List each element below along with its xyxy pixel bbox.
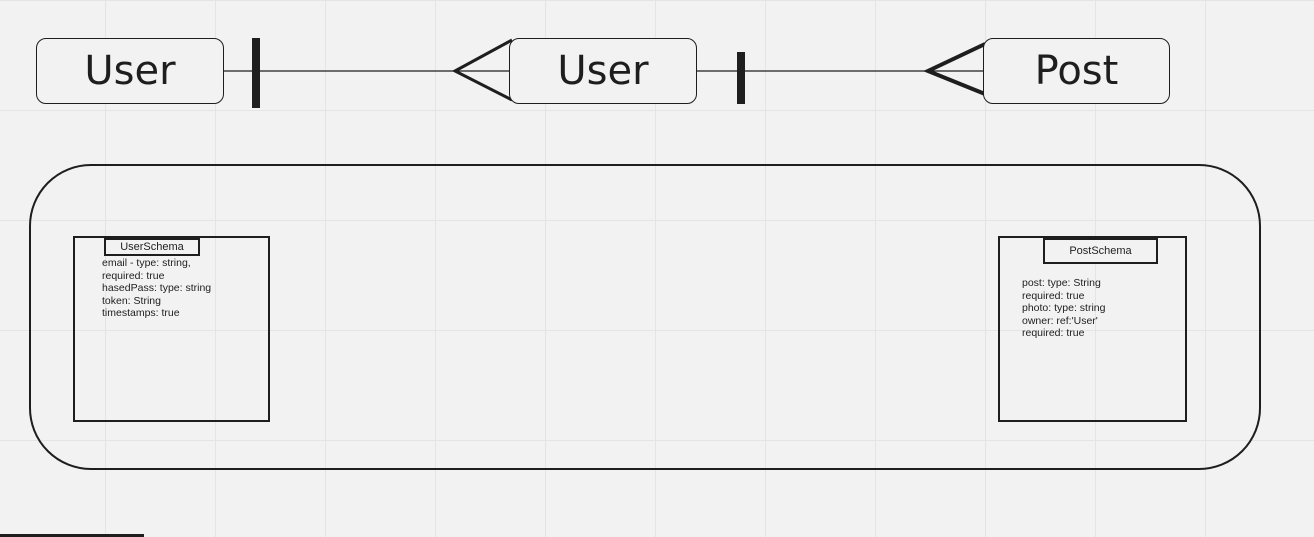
- crowfoot-marker-2: [923, 42, 986, 96]
- entity-user-middle-label: User: [557, 48, 649, 94]
- entity-user[interactable]: User: [36, 38, 224, 104]
- one-marker-1: [252, 38, 260, 108]
- user-schema-field: token: String: [102, 294, 161, 307]
- user-schema-field: timestamps: true: [102, 307, 180, 319]
- one-marker-2: [737, 52, 745, 104]
- post-schema-field: post: type: String: [1022, 277, 1101, 289]
- user-schema-field: required: true: [102, 269, 165, 282]
- entity-user-middle[interactable]: User: [509, 38, 697, 104]
- user-schema-field: email - type: string,: [102, 257, 191, 269]
- post-schema-fields: post: type: String required: true photo:…: [1022, 277, 1105, 340]
- user-schema-box[interactable]: [73, 236, 270, 422]
- post-schema-field: required: true: [1022, 327, 1085, 339]
- user-schema-title: UserSchema: [104, 238, 200, 256]
- entity-post-label: Post: [1034, 48, 1119, 94]
- entity-post[interactable]: Post: [983, 38, 1170, 104]
- post-schema-title-text: PostSchema: [1069, 245, 1132, 257]
- user-schema-title-text: UserSchema: [120, 241, 184, 253]
- post-schema-field: required: true: [1022, 289, 1085, 302]
- post-schema-field: owner: ref:'User': [1022, 314, 1098, 327]
- schemas-container: [29, 164, 1261, 470]
- post-schema-box[interactable]: [998, 236, 1187, 422]
- user-schema-fields: email - type: string, required: true has…: [102, 257, 211, 320]
- user-schema-field: hasedPass: type: string: [102, 282, 212, 294]
- crowfoot-marker-1: [451, 38, 513, 102]
- entity-user-label: User: [84, 48, 176, 94]
- post-schema-field: photo: type: string: [1022, 302, 1106, 314]
- post-schema-title: PostSchema: [1043, 238, 1158, 264]
- bottom-scroll-bar[interactable]: [0, 534, 144, 537]
